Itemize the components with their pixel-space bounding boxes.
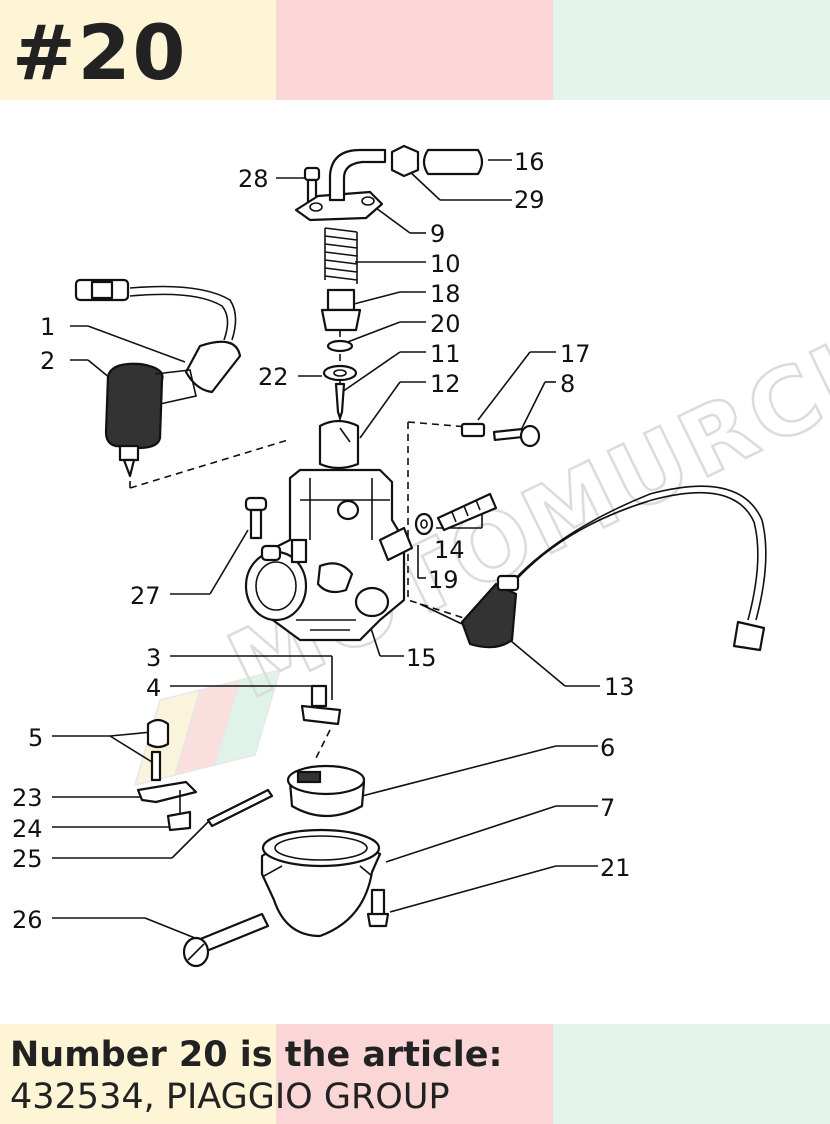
callout-29: 29 — [514, 186, 545, 214]
part-20-ring — [326, 339, 354, 353]
callout-28: 28 — [238, 165, 269, 193]
part-18-body — [320, 288, 362, 332]
callout-25: 25 — [12, 845, 43, 873]
part-19-washer — [414, 512, 434, 536]
part-11-needle — [334, 382, 346, 420]
part-25-pin — [206, 788, 274, 828]
callout-23: 23 — [12, 784, 43, 812]
caption-band — [0, 1024, 830, 1124]
band-pink — [276, 0, 553, 100]
callout-22: 22 — [258, 363, 289, 391]
part-16-sleeve — [422, 148, 484, 176]
band-pink — [276, 1024, 553, 1124]
leader-lines — [52, 159, 600, 943]
part-21-screw — [366, 888, 390, 928]
page-title: #20 — [12, 8, 188, 97]
callout-18: 18 — [430, 280, 461, 308]
callout-26: 26 — [12, 906, 43, 934]
carburetor-main-body — [244, 468, 414, 642]
callout-7: 7 — [600, 794, 615, 822]
part-24-float-pin — [166, 790, 192, 832]
callout-1: 1 — [40, 313, 55, 341]
callout-3: 3 — [146, 644, 161, 672]
callout-2: 2 — [40, 347, 55, 375]
callout-12: 12 — [430, 370, 461, 398]
part-8-screw — [492, 424, 541, 448]
callout-8: 8 — [560, 370, 575, 398]
part-6-float — [286, 764, 366, 817]
callout-14: 14 — [434, 536, 465, 564]
callout-5: 5 — [28, 724, 43, 752]
callout-10: 10 — [430, 250, 461, 278]
part-3-4-screw-assembly — [300, 684, 342, 726]
article-caption: Number 20 is the article: 432534, PIAGGI… — [10, 1034, 502, 1118]
callout-labels: 28 16 29 9 10 18 1 20 2 22 11 17 8 12 14… — [12, 148, 635, 934]
part-10-spring — [324, 227, 358, 284]
carburetor-exploded-diagram: MOTOMURCIA — [12, 144, 830, 968]
callout-24: 24 — [12, 815, 43, 843]
part-23-lever — [136, 780, 198, 804]
callout-15: 15 — [406, 644, 437, 672]
callout-13: 13 — [604, 673, 635, 701]
part-14-screw — [436, 492, 498, 532]
band-yellow — [0, 0, 276, 100]
part-5-float-pin — [146, 718, 170, 782]
watermark: MOTOMURCIA — [133, 289, 830, 787]
part-9-cover — [294, 148, 387, 222]
part-22-washer — [322, 364, 358, 382]
part-28-screw — [303, 166, 321, 204]
part-27-screw — [244, 496, 268, 540]
part-13-cable — [419, 485, 767, 652]
callout-17: 17 — [560, 340, 591, 368]
band-yellow — [0, 1024, 276, 1124]
callout-4: 4 — [146, 674, 161, 702]
part-7-float-bowl — [260, 828, 382, 938]
part-29-nut — [390, 144, 420, 178]
callout-27: 27 — [130, 582, 161, 610]
header-band — [0, 0, 830, 100]
callout-16: 16 — [514, 148, 545, 176]
part-26-drain-screw — [182, 912, 270, 968]
band-mint — [553, 1024, 830, 1124]
callout-6: 6 — [600, 734, 615, 762]
band-mint — [553, 0, 830, 100]
part-1-choke-cable — [74, 278, 242, 394]
callout-19: 19 — [428, 566, 459, 594]
callout-9: 9 — [430, 220, 445, 248]
caption-line-2: 432534, PIAGGIO GROUP — [10, 1077, 450, 1117]
callout-21: 21 — [600, 854, 631, 882]
part-12-slide — [318, 419, 360, 470]
caption-line-1: Number 20 is the article: — [10, 1035, 503, 1075]
part-2-choke-body — [104, 362, 197, 478]
callout-11: 11 — [430, 340, 461, 368]
part-17-jet — [460, 422, 486, 438]
callout-20: 20 — [430, 310, 461, 338]
